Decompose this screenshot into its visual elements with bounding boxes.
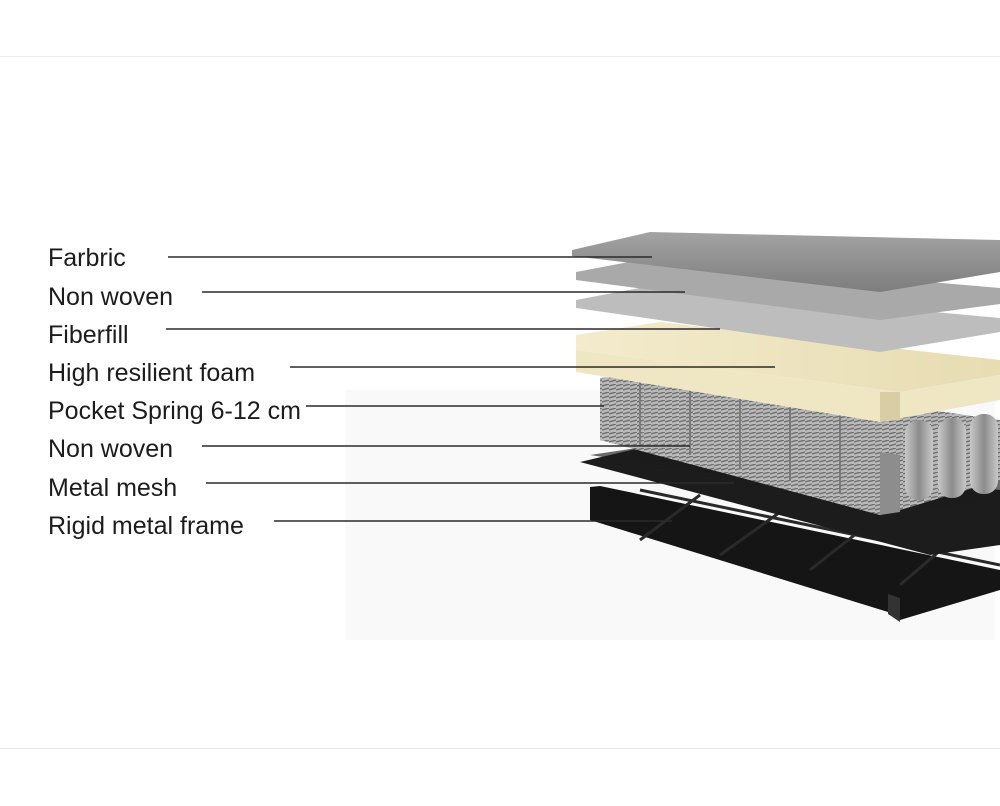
layer-fiberfill (576, 286, 1000, 352)
label-non-woven: Non woven (48, 283, 174, 311)
leader-lines (166, 256, 775, 522)
bottom-divider (0, 748, 1000, 749)
layer-metal-mesh (580, 448, 1000, 555)
layer-fabric (572, 232, 1000, 292)
label-rigid-metal-frame: Rigid metal frame (48, 512, 244, 540)
layer-high-resilient-foam (576, 322, 1000, 422)
label-non-woven-lower: Non woven (48, 435, 174, 463)
label-farbric: Farbric (48, 244, 126, 272)
label-high-resilient-foam: High resilient foam (48, 359, 256, 387)
top-divider (0, 56, 1000, 57)
label-fiberfill: Fiberfill (48, 321, 129, 349)
label-metal-mesh: Metal mesh (48, 474, 178, 502)
layer-rigid-metal-frame (590, 486, 1000, 622)
label-pocket-spring: Pocket Spring 6-12 cm (48, 397, 301, 425)
layer-non-woven-upper (576, 258, 1000, 320)
